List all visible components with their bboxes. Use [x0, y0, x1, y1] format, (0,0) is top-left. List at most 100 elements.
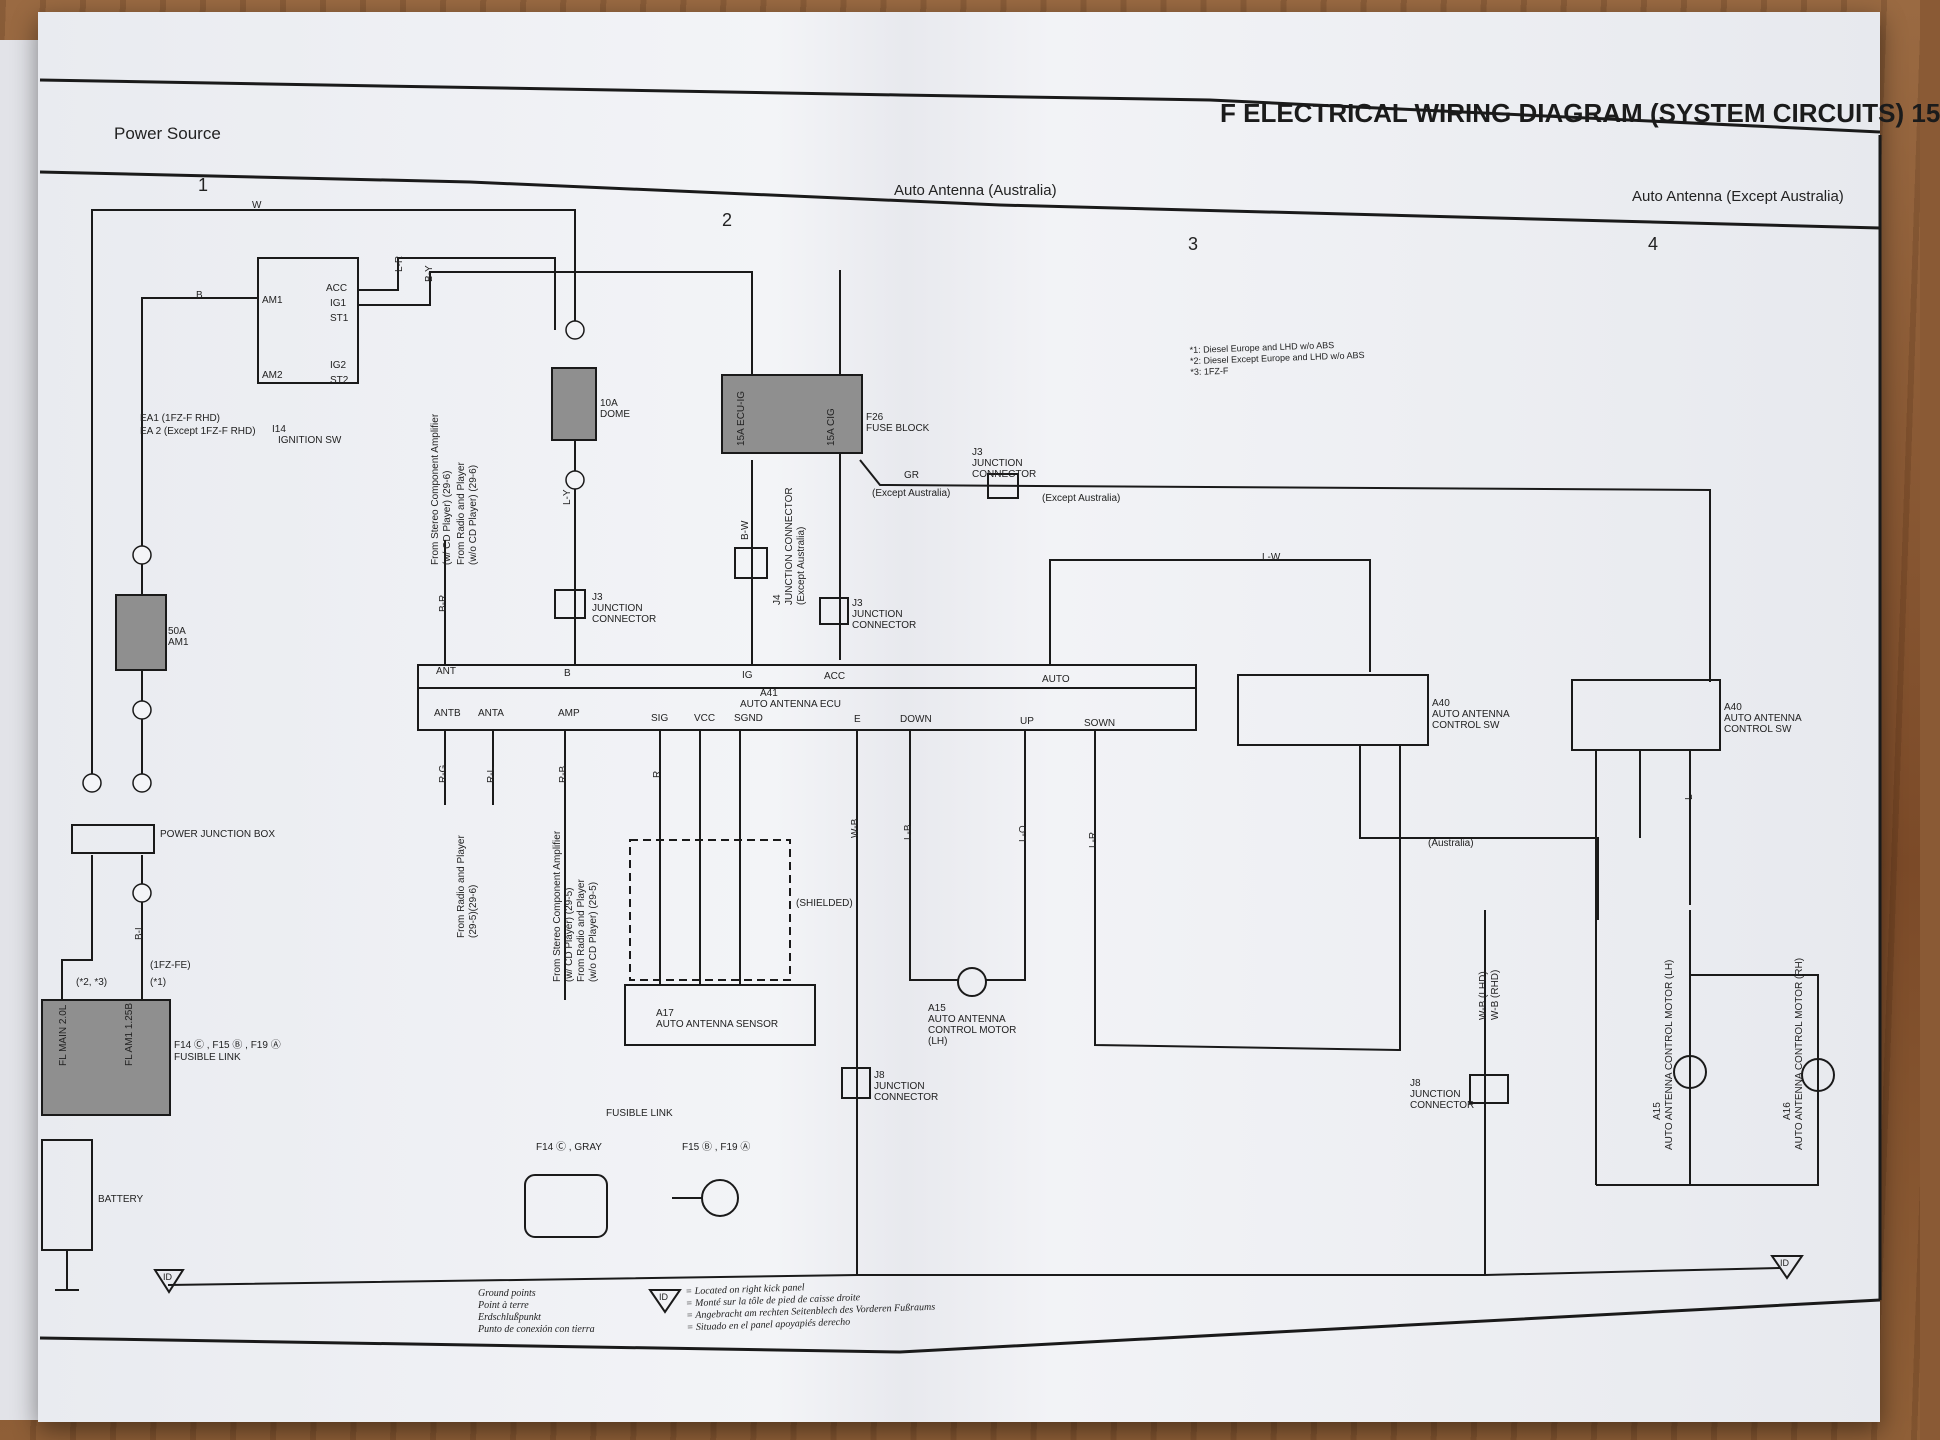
- from-stereo-b1: From Stereo Component Amplifier: [552, 830, 563, 982]
- ground-title-en: Ground points: [478, 1288, 536, 1299]
- label-star1: (*1): [150, 977, 167, 988]
- ground-title-es: Punto de conexión con tierra: [478, 1324, 595, 1335]
- from-radio-c2: (w/o CD Player) (29-5): [588, 881, 599, 982]
- wire-tag-w-b: W-B: [850, 818, 861, 838]
- column-number-1: 1: [198, 175, 209, 195]
- ecu-pin-ant: ANT: [436, 666, 456, 677]
- australia-label: (Australia): [1428, 838, 1474, 849]
- fl-main-label: FL MAIN 2.0L: [58, 1004, 69, 1066]
- ecu-pin-b: B: [564, 668, 571, 679]
- wire-tag-b: B: [196, 290, 203, 301]
- sensor-name: AUTO ANTENNA SENSOR: [656, 1019, 779, 1030]
- j3-gr-ref: J3: [972, 447, 983, 458]
- ecu-pin-antb: ANTB: [434, 708, 461, 719]
- motor-lh-circle: [957, 967, 987, 997]
- ignition-st1: ST1: [330, 313, 349, 324]
- label-star23: (*2, *3): [76, 977, 108, 988]
- from-radio-2: (w/o CD Player) (29-6): [468, 464, 479, 565]
- wire-tag-l-r-sown: L-R: [1088, 831, 1099, 848]
- wire-tag-b-y: B-Y: [424, 265, 435, 282]
- power-junction-label: POWER JUNCTION BOX: [160, 829, 276, 840]
- frame-top-line: [39, 170, 1881, 230]
- motor-lh2-name: AUTO ANTENNA CONTROL MOTOR (LH): [1664, 959, 1675, 1150]
- j3-right-ref: J3: [852, 598, 863, 609]
- ignition-switch-box: [257, 257, 359, 384]
- column-number-3: 3: [1188, 234, 1199, 254]
- antenna-ecu-box: [417, 664, 1197, 731]
- antenna-sensor-box: [624, 984, 816, 1046]
- ignition-sw-ref: I14: [272, 424, 286, 435]
- wire-tag-l-w: L-W: [1262, 552, 1281, 563]
- shielded-label: (SHIELDED): [796, 898, 853, 909]
- ignition-am2: AM2: [262, 370, 283, 381]
- motor-lh-ref: A15: [928, 1003, 946, 1014]
- am1-fuse: [115, 594, 167, 671]
- ecu-pin-up: UP: [1020, 716, 1034, 727]
- label-ea1: EA1 (1FZ-F RHD): [140, 413, 220, 424]
- wire-tag-l-o: L-O: [1018, 825, 1029, 842]
- fuse-ecu-ig: 15A ECU-IG: [736, 390, 747, 446]
- from-stereo-2: (w/ CD Player) (29-6): [442, 470, 453, 565]
- j8-junction-left: [841, 1067, 871, 1099]
- ignition-ig2: IG2: [330, 360, 347, 371]
- connector-pin-dome-in: [565, 320, 585, 340]
- wire-tag-l-y: L-Y: [562, 489, 573, 505]
- wire-l-w: [1049, 559, 1371, 672]
- ecu-pin-sig: SIG: [651, 713, 669, 724]
- fl-am1-label: FL AM1 1.25B: [124, 1003, 135, 1066]
- wire-tag-b-r: B-R: [438, 594, 449, 612]
- wire-tag-l-b: L-B: [903, 824, 914, 840]
- ground-id-legend: ID: [659, 1292, 668, 1302]
- label-ea2: EA 2 (Except 1FZ-F RHD): [140, 426, 256, 437]
- j8-junction-right: [1469, 1074, 1509, 1104]
- wire-w-b-australia: [1359, 745, 1599, 920]
- wire-l-r-sown: [1094, 730, 1401, 1052]
- ground-bus: [167, 1267, 1781, 1286]
- motor-lh2-ref: A15: [1652, 1102, 1663, 1120]
- adjacent-page-edge: [0, 40, 38, 1420]
- shielded-box: [629, 839, 791, 981]
- motor-lh-right-circle: [1673, 1055, 1707, 1089]
- power-source-label: Power Source: [114, 124, 221, 143]
- frame-header-line: [39, 78, 1881, 134]
- ground-point-left: [153, 1269, 185, 1294]
- wire-l-r: [358, 257, 556, 330]
- wire-tag-r-g: R-G: [438, 764, 449, 783]
- ignition-am1: AM1: [262, 295, 283, 306]
- ecu-pin-sown: SOWN: [1084, 718, 1116, 729]
- frame-bottom-line: [39, 1298, 1881, 1354]
- from-stereo-1: From Stereo Component Amplifier: [430, 413, 441, 565]
- j8-right-ref: J8: [1410, 1078, 1421, 1089]
- ignition-acc: ACC: [326, 283, 348, 294]
- am1-fuse-rating: 50A: [168, 626, 186, 637]
- ecu-pin-amp: AMP: [558, 708, 580, 719]
- j3-junction-left: [554, 589, 586, 619]
- j3-left-ref: J3: [592, 592, 603, 603]
- wire-tag-l: L: [1684, 794, 1695, 800]
- wire-tag-w-b-rhd: W-B (RHD): [1490, 969, 1501, 1020]
- wire-b-y: [358, 271, 753, 375]
- from-stereo-b2: (w/ CD Player) (29-5): [564, 887, 575, 982]
- ecu-name: AUTO ANTENNA ECU: [740, 699, 841, 710]
- except-australia-label: (Except Australia): [872, 488, 951, 499]
- dome-fuse-rating: 10A: [600, 398, 618, 409]
- battery-box: [41, 1139, 93, 1251]
- ecu-pin-anta: ANTA: [478, 708, 504, 719]
- ecu-pin-auto: AUTO: [1042, 674, 1070, 685]
- ground-title-fr: Point à terre: [478, 1300, 529, 1311]
- fuse-block-ref: F26: [866, 412, 884, 423]
- motor-lh-name: AUTO ANTENNA CONTROL MOTOR (LH): [928, 1014, 1017, 1047]
- j3-right-name: JUNCTION CONNECTOR: [852, 609, 917, 631]
- fusible-link-ref: F14 Ⓒ , F15 Ⓑ , F19 Ⓐ: [174, 1040, 281, 1051]
- dome-fuse-name: DOME: [600, 409, 630, 420]
- ecu-pin-ig: IG: [742, 670, 753, 681]
- sensor-ref: A17: [656, 1008, 674, 1019]
- sw2-name: AUTO ANTENNA CONTROL SW: [1724, 713, 1802, 735]
- j3-gr-name: JUNCTION CONNECTOR: [972, 458, 1037, 480]
- j4-junction: [734, 547, 768, 579]
- motor-rh-circle: [1801, 1058, 1835, 1092]
- column-number-4: 4: [1648, 234, 1659, 254]
- dome-fuse: [551, 367, 597, 441]
- wire-tag-b-l: B-L: [134, 924, 145, 940]
